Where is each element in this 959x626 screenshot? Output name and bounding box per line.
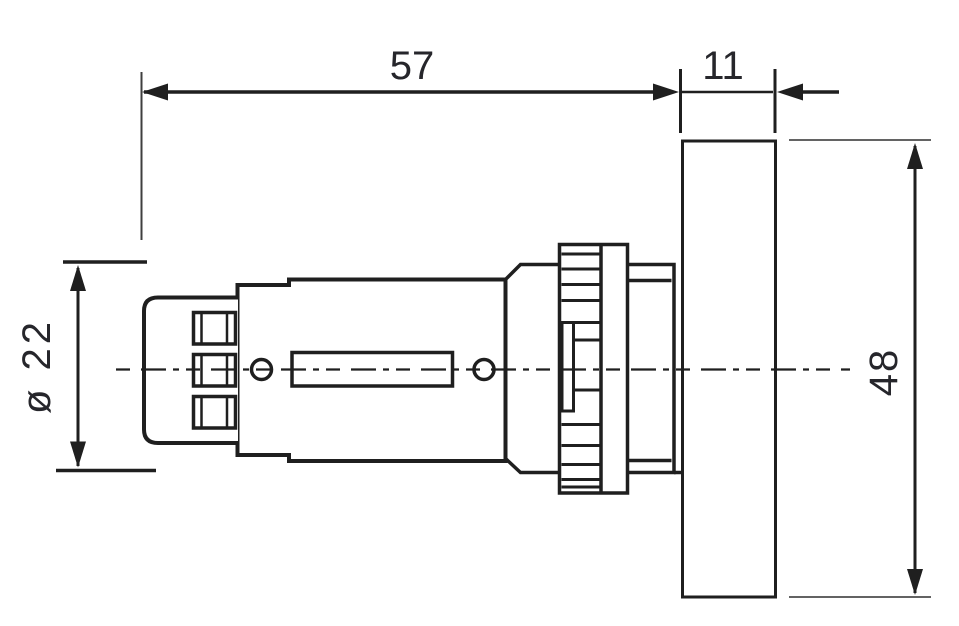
- terminal-3: [191, 394, 238, 430]
- dim11-arrow-right: [777, 83, 803, 101]
- dim48-arrow-down: [907, 569, 923, 595]
- dim57-label: 57: [390, 44, 435, 88]
- dimension-57: 57: [140, 44, 679, 240]
- terminal-block: [191, 310, 238, 430]
- panel-plate: [681, 139, 777, 599]
- dimension-48: 48: [789, 139, 931, 598]
- dia22-arrow-down: [70, 441, 86, 468]
- locating-tab: [560, 321, 575, 413]
- dim48-label: 48: [862, 348, 906, 397]
- dimension-dia22: ø 22: [15, 260, 156, 473]
- dia22-label: ø 22: [15, 318, 59, 414]
- dim48-arrow-up: [907, 143, 923, 169]
- dia22-arrow-up: [70, 265, 86, 291]
- dim11-label: 11: [702, 44, 744, 88]
- terminal-1: [191, 310, 238, 346]
- dim57-arrow-left: [142, 83, 168, 101]
- dim57-arrow-right: [653, 83, 679, 101]
- dimension-11: 11: [679, 44, 839, 133]
- knurl-lines: [561, 252, 600, 489]
